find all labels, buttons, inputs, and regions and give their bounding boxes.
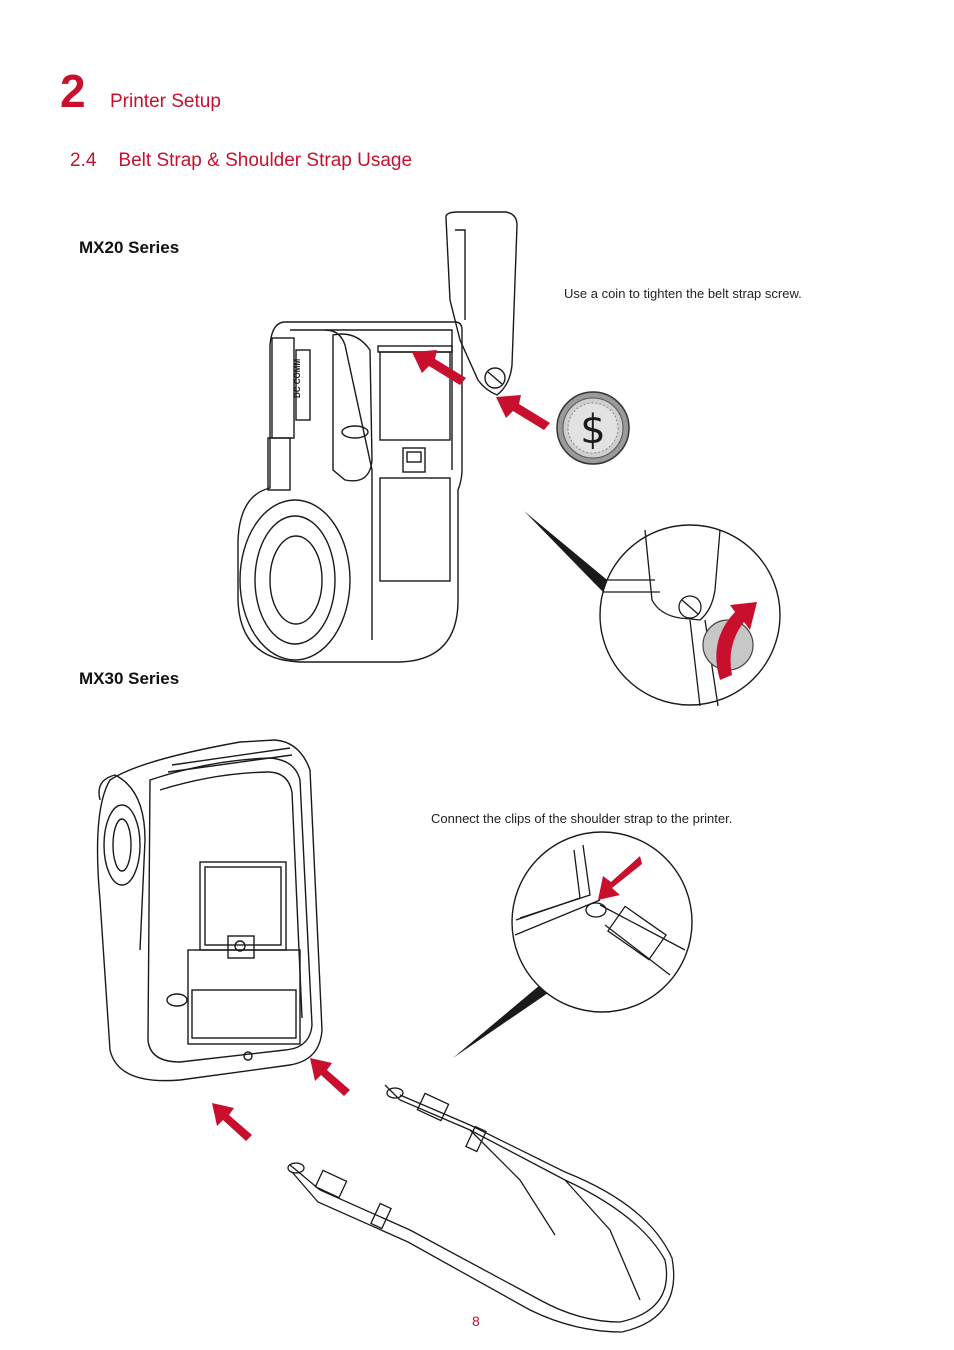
coin-symbol: $ [580,407,605,453]
red-arrow-icon [598,856,642,900]
red-arrow-icon [496,395,550,430]
shoulder-strap-note: Connect the clips of the shoulder strap … [431,811,733,826]
mx20-printer [237,321,463,663]
belt-strap-note: Use a coin to tighten the belt strap scr… [564,286,802,301]
belt-clip [445,211,518,396]
chapter-number: 2 [60,65,86,117]
mx30-series-label: MX30 Series [79,669,180,688]
section-heading: 2.4 Belt Strap & Shoulder Strap Usage [70,150,412,172]
mx20-detail-callout [524,511,781,707]
mx30-detail-callout [453,831,693,1058]
red-arrow-icon [412,350,466,385]
shoulder-strap [287,1084,675,1333]
section-number: 2.4 [70,150,97,171]
mx30-printer [96,739,323,1082]
red-arrow-icon [310,1058,350,1096]
mx20-series-label: MX20 Series [79,238,180,257]
rotate-arrow-icon [716,602,757,680]
device-port-label: DC COMM [293,359,302,398]
section-title: Belt Strap & Shoulder Strap Usage [118,150,413,171]
coin-icon [556,391,630,465]
red-arrow-icon [212,1103,252,1141]
page-number: 8 [472,1313,480,1329]
chapter-title: Printer Setup [110,91,221,112]
